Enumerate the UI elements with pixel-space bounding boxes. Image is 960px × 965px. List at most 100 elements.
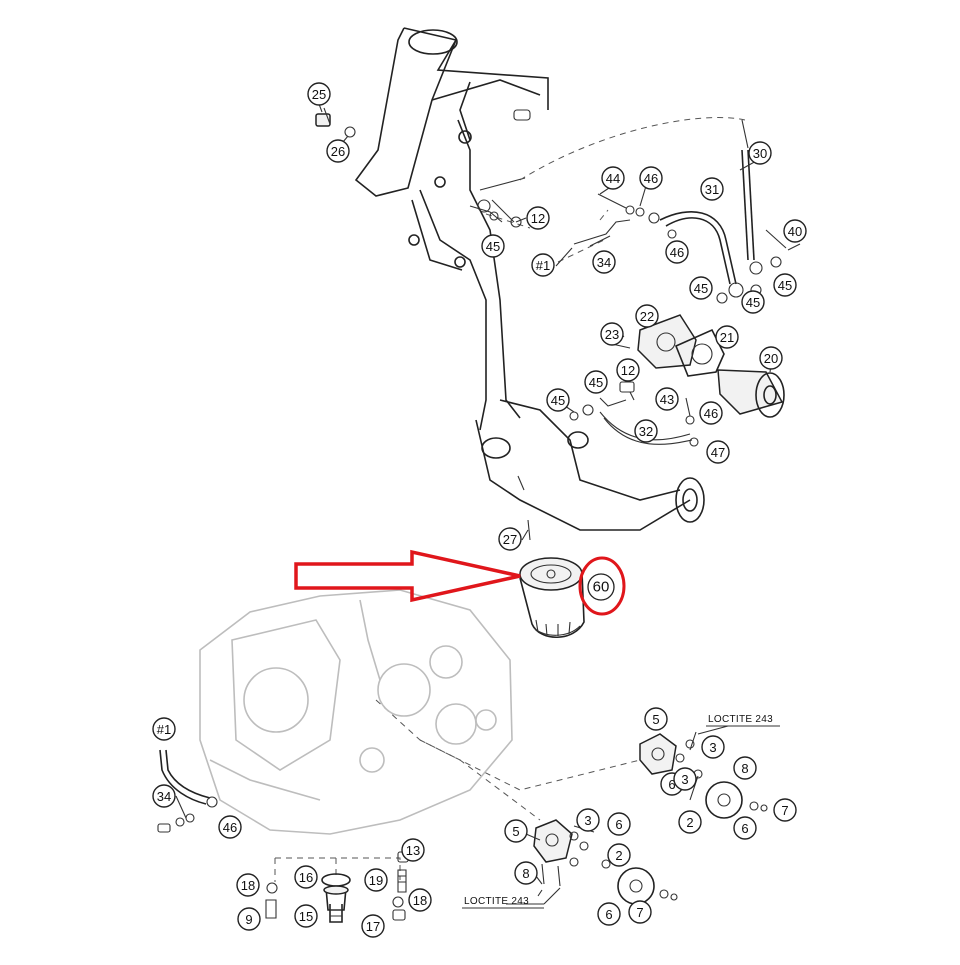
loctite-note-upper: LOCTITE 243 <box>708 714 773 725</box>
part-number-label: 16 <box>299 870 313 885</box>
part-callout: 46 <box>699 401 723 425</box>
part-number-label: 3 <box>681 772 688 787</box>
part-callout: 44 <box>601 166 625 190</box>
part-number-label: 8 <box>522 866 529 881</box>
part-number-label: 8 <box>741 761 748 776</box>
part-number-label: 46 <box>644 171 658 186</box>
part-callout-ring <box>700 177 724 201</box>
part-callout-ring <box>601 166 625 190</box>
part-number-label: 12 <box>621 363 635 378</box>
part-callout-ring <box>294 865 318 889</box>
part-callout-ring <box>401 838 425 862</box>
part-number-label: 46 <box>670 245 684 260</box>
part-number-label: 5 <box>512 824 519 839</box>
part-callout: 46 <box>218 815 242 839</box>
part-number-label: 46 <box>223 820 237 835</box>
part-number-label: 2 <box>615 848 622 863</box>
part-callout: 20 <box>759 346 783 370</box>
part-callout-ring <box>733 816 757 840</box>
part-callout-ring <box>481 234 505 258</box>
part-callout: 17 <box>361 914 385 938</box>
lower-left-parts <box>157 749 409 923</box>
part-callout-ring <box>592 250 616 274</box>
part-callout-ring <box>504 819 528 843</box>
part-callout-ring <box>741 290 765 314</box>
part-callout-ring <box>706 440 730 464</box>
part-callout-ring <box>152 717 176 741</box>
part-callout-ring <box>526 206 550 230</box>
part-callout: 6 <box>607 812 631 836</box>
part-callout-ring <box>498 527 522 551</box>
part-callout-ring <box>639 166 663 190</box>
leader-lines <box>175 103 787 905</box>
part-callout-ring <box>715 325 739 349</box>
part-number-label: 20 <box>764 351 778 366</box>
part-number-label: #1 <box>536 258 550 273</box>
part-callout-ring <box>783 219 807 243</box>
part-callout-ring <box>600 322 624 346</box>
part-callout: 18 <box>236 873 260 897</box>
part-number-label: 23 <box>605 327 619 342</box>
part-callout-ring <box>294 904 318 928</box>
part-callout: 6 <box>597 902 621 926</box>
part-callout: #1 <box>531 253 555 277</box>
part-callout-ring <box>607 812 631 836</box>
part-callout-ring <box>607 843 631 867</box>
part-callout: 45 <box>546 388 570 412</box>
part-callout-ring <box>326 139 350 163</box>
part-callout-ring <box>678 810 702 834</box>
part-callout: 7 <box>628 900 652 924</box>
part-number-label: 18 <box>413 893 427 908</box>
part-number-label: 3 <box>709 740 716 755</box>
part-callout: 31 <box>700 177 724 201</box>
part-callout-ring <box>759 346 783 370</box>
part-number-label: 3 <box>584 813 591 828</box>
part-callout-ring <box>773 798 797 822</box>
part-callout: 45 <box>773 273 797 297</box>
part-callout-ring <box>218 815 242 839</box>
part-number-label: 6 <box>668 777 675 792</box>
part-number-label: #1 <box>157 722 171 737</box>
part-number-label: 6 <box>741 821 748 836</box>
part-callout-ring <box>361 914 385 938</box>
part-callout-ring <box>635 304 659 328</box>
part-number-label: 34 <box>157 789 171 804</box>
part-callout-ring <box>597 902 621 926</box>
part-callout: 22 <box>635 304 659 328</box>
part-number-label: 45 <box>694 281 708 296</box>
part-callout: 45 <box>741 290 765 314</box>
part-callout: 18 <box>408 888 432 912</box>
part-number-label: 7 <box>781 803 788 818</box>
part-number-label: 22 <box>640 309 654 324</box>
part-number-label: 43 <box>660 392 674 407</box>
part-callout: 45 <box>689 276 713 300</box>
part-callout: 6 <box>733 816 757 840</box>
part-callout: 34 <box>592 250 616 274</box>
part-number-label: 21 <box>720 330 734 345</box>
part-number-label: 5 <box>652 712 659 727</box>
part-number-label: 26 <box>331 144 345 159</box>
part-callout: 16 <box>294 865 318 889</box>
part-callout-ring <box>576 808 600 832</box>
part-callout-ring <box>364 868 388 892</box>
part-callout: 23 <box>600 322 624 346</box>
part-callout-ring <box>546 388 570 412</box>
part-number-label: 6 <box>615 817 622 832</box>
part-callout: 30 <box>748 141 772 165</box>
part-number-label: 45 <box>589 375 603 390</box>
part-callout-ring <box>514 861 538 885</box>
part-number-label: 12 <box>531 211 545 226</box>
highlight-part-number: 60 <box>593 579 610 596</box>
part-number-label: 19 <box>369 873 383 888</box>
oil-filter <box>519 557 585 638</box>
part-callout: 32 <box>634 419 658 443</box>
part-callout-ring <box>655 387 679 411</box>
part-callout-ring <box>689 276 713 300</box>
loctite-note-lower: LOCTITE 243 <box>464 896 529 907</box>
filter-housing-parts <box>527 314 785 541</box>
part-callout: 27 <box>498 527 522 551</box>
part-callout: 8 <box>733 756 757 780</box>
